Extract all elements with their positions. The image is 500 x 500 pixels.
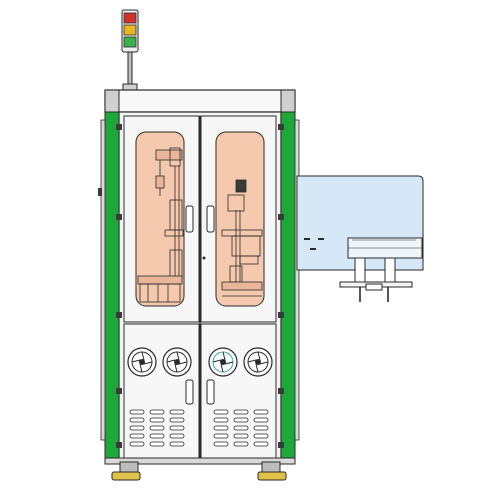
fan-3 [208,347,238,377]
upper-right-handle [206,205,215,233]
left-window-mechanism [137,147,184,303]
top-cap [104,89,296,113]
right-window-mechanism [221,179,263,297]
side-enclosure [296,175,424,302]
base [104,457,296,481]
lamp-red [123,12,137,24]
fan-1 [127,347,157,377]
lamp-green [123,36,137,48]
fan-4 [243,347,273,377]
lower-left-handle [185,379,194,405]
lamp-yellow [123,24,137,36]
lower-doors [123,323,277,459]
upper-left-handle [185,205,194,233]
vent-slots [129,409,269,447]
upper-doors [123,115,277,460]
lower-right-handle [206,379,215,405]
signal-tower [121,9,139,91]
left-window [135,131,185,307]
fan-2 [162,347,192,377]
